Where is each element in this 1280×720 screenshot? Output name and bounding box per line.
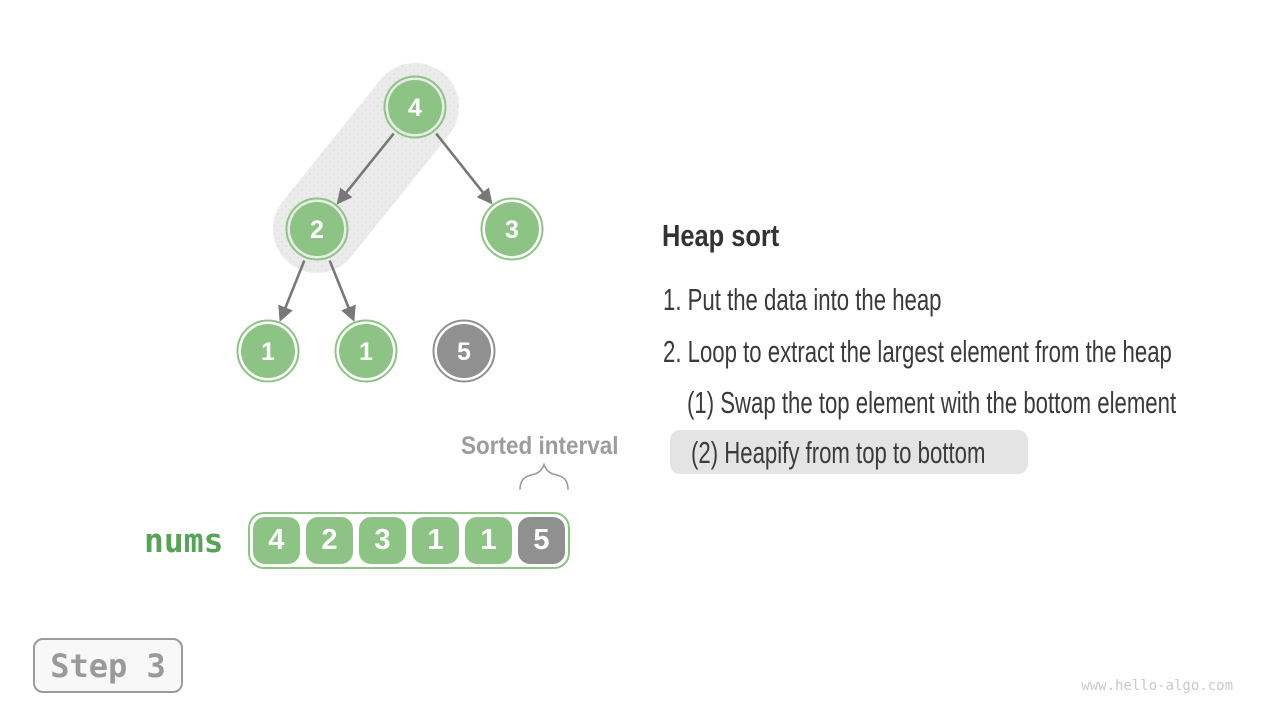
tree-node-value: 4 <box>408 94 422 122</box>
tree-node-circle <box>241 324 295 378</box>
tree-node-ring <box>285 197 349 261</box>
tree-node-circle <box>388 80 442 134</box>
tree-node-value: 3 <box>505 216 519 244</box>
tree-node-5: 5 <box>432 319 496 383</box>
tree-node-value: 2 <box>310 216 324 244</box>
sorted-interval-brace <box>519 462 569 490</box>
tree-node-value: 1 <box>359 338 373 366</box>
step-text-2: 2. Loop to extract the largest element f… <box>663 334 1172 369</box>
tree-node-ring <box>334 319 398 383</box>
tree-node-ring <box>383 75 447 139</box>
tree-node-circle <box>339 324 393 378</box>
tree-edge-n4-n3 <box>435 132 493 205</box>
step-text-1: 1. Put the data into the heap <box>663 282 942 317</box>
array-cell-5: 5 <box>518 517 565 564</box>
tree-node-1: 1 <box>334 319 398 383</box>
tree-node-circle <box>290 202 344 256</box>
array-name-label: nums <box>144 521 224 560</box>
tree-node-circle <box>437 324 491 378</box>
tree-node-value: 5 <box>457 338 471 366</box>
sorted-interval-label: Sorted interval <box>461 432 619 460</box>
array-cell-0: 4 <box>253 517 300 564</box>
step-text-2-1: (1) Swap the top element with the bottom… <box>687 385 1177 420</box>
array-cell-4: 1 <box>465 517 512 564</box>
tree-node-4: 4 <box>383 75 447 139</box>
panel-title: Heap sort <box>662 218 780 253</box>
array-cell-3: 1 <box>412 517 459 564</box>
tree-node-ring <box>480 197 544 261</box>
tree-node-2: 2 <box>285 197 349 261</box>
array-cell-1: 2 <box>306 517 353 564</box>
tree-edge-n2-n1b <box>328 260 356 322</box>
tree-node-1: 1 <box>236 319 300 383</box>
tree-node-value: 1 <box>261 338 275 366</box>
highlighted-step-pill: (2) Heapify from top to bottom <box>670 430 1028 474</box>
step-badge: Step 3 <box>33 638 183 693</box>
tree-node-circle <box>485 202 539 256</box>
tree-node-ring <box>432 319 496 383</box>
tree-node-ring <box>236 319 300 383</box>
array-cell-2: 3 <box>359 517 406 564</box>
tree-edge-n4-n2 <box>336 132 395 205</box>
tree-edge-n2-n1a <box>278 260 306 322</box>
step-text-2-2: (2) Heapify from top to bottom <box>691 435 986 470</box>
tree-node-3: 3 <box>480 197 544 261</box>
watermark: www.hello-algo.com <box>1081 678 1233 694</box>
